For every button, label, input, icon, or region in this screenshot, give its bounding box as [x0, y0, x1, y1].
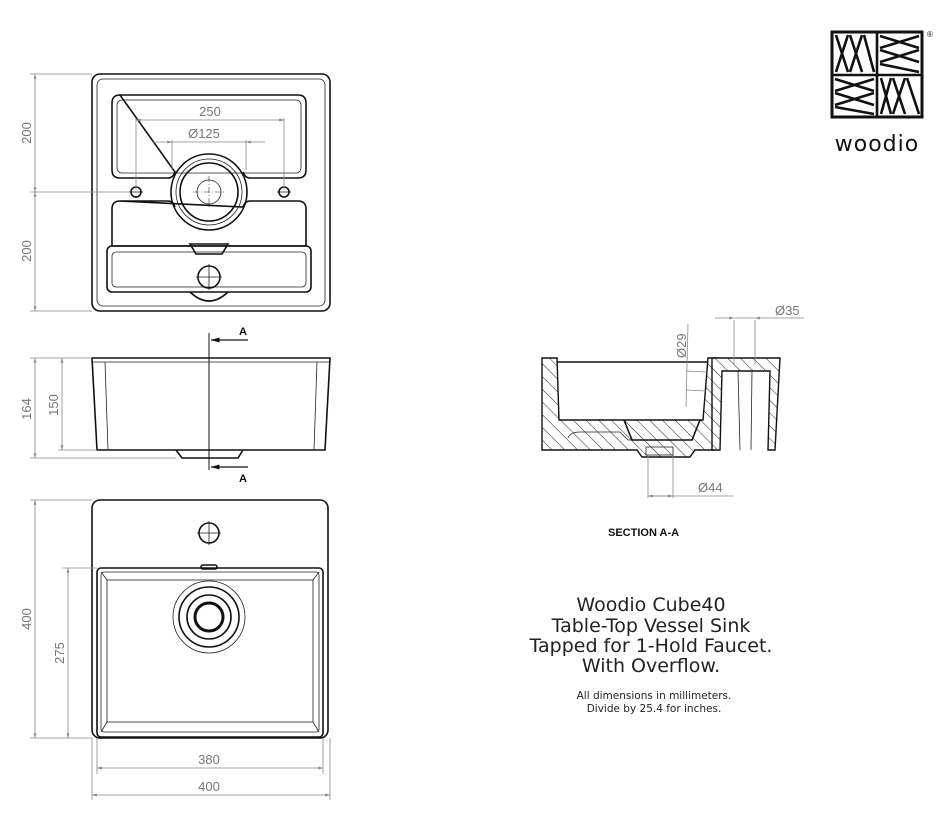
overflow-slot [200, 564, 218, 570]
dim-outer-width: 400 [198, 779, 220, 794]
section-label: SECTION A-A [608, 527, 679, 539]
plan-view: 400 275 380 400 [19, 499, 331, 800]
note-units: All dimensions in millimeters. [577, 690, 732, 702]
dim-lower-height: 200 [19, 240, 34, 262]
dim-upper-height: 200 [19, 122, 34, 144]
dim-depth: 400 [19, 608, 34, 630]
dim-hole-spacing: 250 [199, 104, 221, 119]
dim-overflow: Ø29 [674, 333, 689, 358]
drain [172, 580, 246, 654]
dim-drain: Ø44 [698, 480, 723, 495]
dim-inner-width: 380 [198, 752, 220, 767]
title-line-1: Woodio Cube40 [576, 594, 725, 616]
title-line-2: Table-Top Vessel Sink [551, 615, 751, 637]
title-line-3: Tapped for 1-Hold Faucet. [529, 635, 773, 657]
top-view: 200 200 250 Ø125 [19, 73, 331, 312]
dim-drain-diameter: Ø125 [188, 126, 220, 141]
dim-basin-depth: 275 [52, 642, 67, 664]
side-view: 164 150 A A [19, 326, 331, 485]
dim-faucet-hole: Ø35 [775, 303, 800, 318]
brand-name: woodio [835, 132, 919, 157]
drain-flange [170, 153, 248, 231]
title-line-4: With Overflow. [582, 655, 720, 677]
registered-mark: ® [927, 30, 933, 39]
section-view: Ø35 Ø29 Ø44 SECTION A-A [541, 303, 804, 539]
section-marker-top: A [239, 326, 247, 338]
section-marker-bottom: A [239, 473, 247, 485]
dim-total-height: 164 [19, 398, 34, 420]
title-block: Woodio Cube40 Table-Top Vessel Sink Tapp… [529, 594, 773, 715]
dim-body-height: 150 [46, 394, 61, 416]
note-conversion: Divide by 25.4 for inches. [587, 703, 722, 715]
woodio-logo: ® woodio [830, 30, 933, 157]
